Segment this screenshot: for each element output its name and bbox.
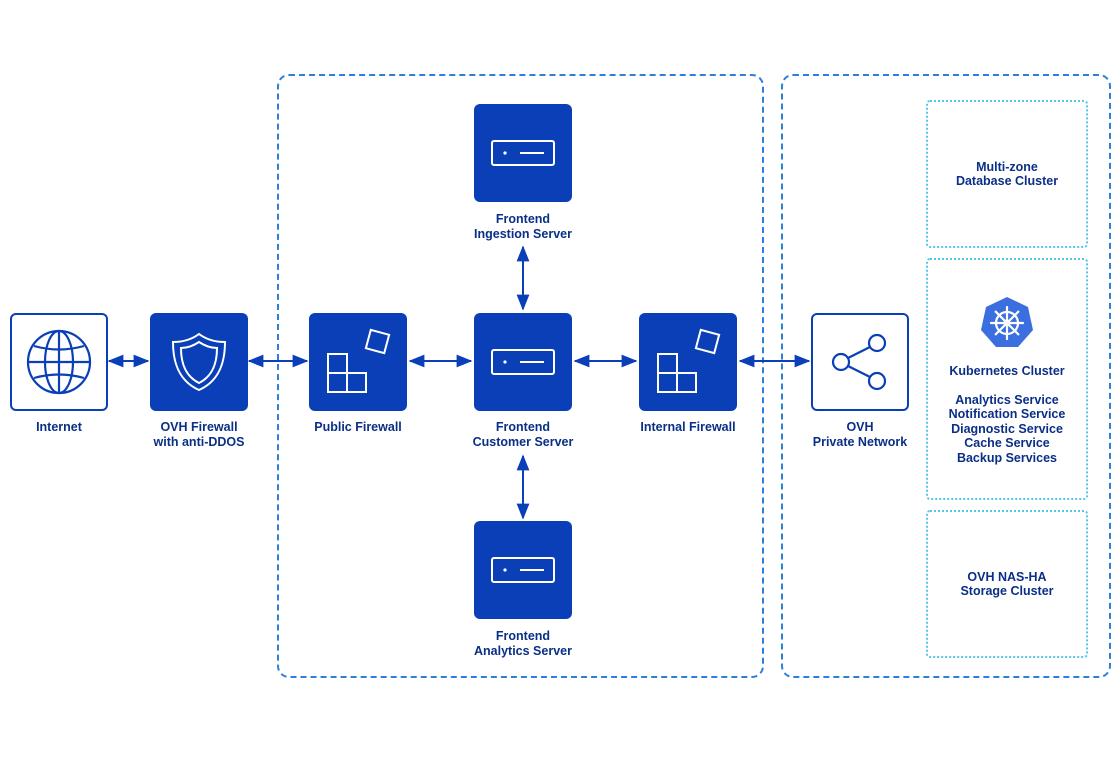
shield-icon	[171, 332, 227, 392]
private-network-node[interactable]	[811, 313, 909, 411]
service-item: Analytics Service	[955, 392, 1059, 407]
server-icon	[491, 140, 555, 166]
server-icon	[491, 349, 555, 375]
database-cluster-label: Multi-zone Database Cluster	[955, 159, 1059, 189]
share-network-icon	[831, 333, 887, 391]
service-item: Diagnostic Service	[951, 421, 1063, 436]
analytics-server-node[interactable]	[474, 521, 572, 619]
kubernetes-cluster-title: Kubernetes Cluster	[949, 364, 1065, 378]
ovh-firewall-label: OVH Firewall with anti-DDOS	[153, 420, 245, 449]
kubernetes-cluster[interactable]: Kubernetes Cluster Analytics Service Not…	[926, 258, 1088, 500]
server-icon	[491, 557, 555, 583]
customer-server-label: Frontend Customer Server	[472, 420, 574, 449]
public-firewall-label: Public Firewall	[314, 420, 402, 434]
globe-icon	[26, 329, 92, 395]
ovh-firewall-node[interactable]	[150, 313, 248, 411]
database-cluster[interactable]: Multi-zone Database Cluster	[926, 100, 1088, 248]
firewall-blocks-icon	[327, 328, 391, 393]
storage-cluster[interactable]: OVH NAS-HA Storage Cluster	[926, 510, 1088, 658]
private-network-label: OVH Private Network	[812, 420, 908, 449]
public-firewall-node[interactable]	[309, 313, 407, 411]
kubernetes-services-list: Analytics Service Notification Service D…	[949, 393, 1066, 466]
service-item: Cache Service	[964, 436, 1050, 450]
analytics-server-label: Frontend Analytics Server	[474, 629, 572, 658]
firewall-blocks-icon	[657, 328, 721, 393]
internet-label: Internet	[36, 420, 82, 434]
kubernetes-helm-icon	[981, 297, 1033, 347]
backend-zone	[781, 74, 1111, 678]
service-item: Backup Services	[956, 450, 1058, 465]
service-item: Notification Service	[948, 407, 1066, 421]
internet-node[interactable]	[10, 313, 108, 411]
ingestion-server-node[interactable]	[474, 104, 572, 202]
frontend-zone	[277, 74, 764, 678]
storage-cluster-label: OVH NAS-HA Storage Cluster	[960, 569, 1054, 599]
customer-server-node[interactable]	[474, 313, 572, 411]
internal-firewall-label: Internal Firewall	[640, 420, 736, 434]
internal-firewall-node[interactable]	[639, 313, 737, 411]
ingestion-server-label: Frontend Ingestion Server	[474, 212, 572, 241]
